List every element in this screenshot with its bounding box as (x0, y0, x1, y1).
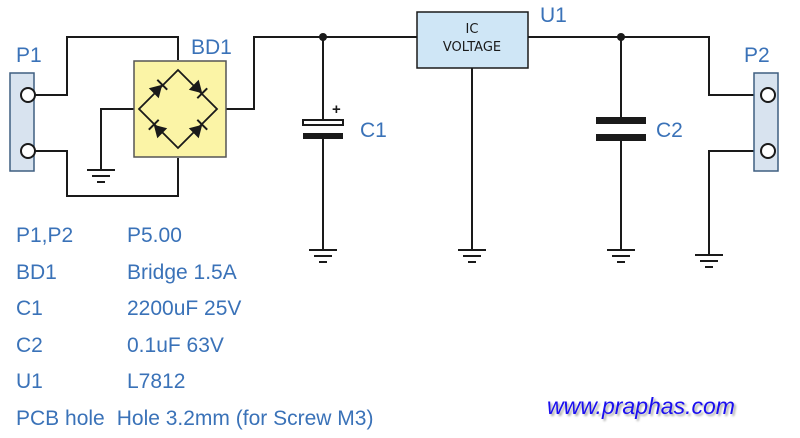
ground-symbol-bridge (87, 169, 115, 183)
connector-p1 (9, 72, 36, 172)
part-ref: P1,P2 (16, 224, 74, 247)
ground-symbol-c1 (309, 249, 337, 263)
wire-p1-bottom (35, 150, 179, 197)
wire-bridge-gnd (100, 108, 134, 170)
part-value: 2200uF 25V (127, 297, 242, 321)
capacitor-c2 (596, 117, 646, 141)
wire-bridge-out (226, 36, 417, 110)
wire-p1-top (35, 36, 179, 96)
capacitor-c1 (302, 119, 344, 139)
ground-symbol-c2 (607, 249, 635, 263)
ground-symbol-p2 (695, 254, 723, 268)
watermark-link[interactable]: www.praphas.com (547, 393, 735, 419)
part-ref: C1 (16, 297, 43, 321)
junction-dot (319, 33, 327, 41)
parts-list-row: P1,P2 P5.00 (16, 218, 373, 255)
part-ref: BD1 (16, 260, 57, 284)
ic-voltage-regulator-u1: IC VOLTAGE (416, 11, 529, 69)
ground-symbol-ic (458, 249, 486, 263)
u1-label: U1 (540, 4, 567, 27)
part-value: P5.00 (127, 224, 182, 247)
part-value: Hole 3.2mm (for Screw M3) (116, 406, 374, 430)
part-ref: U1 (16, 370, 43, 394)
part-ref: C2 (16, 333, 43, 357)
part-ref: PCB hole (16, 406, 105, 430)
parts-list-row: C1 2200uF 25V (16, 291, 373, 328)
bridge-rectifier-bd1 (133, 60, 227, 158)
p1-label: P1 (16, 44, 42, 67)
junction-dot (617, 33, 625, 41)
parts-list: P1,P2 P5.00 BD1 Bridge 1.5A C1 2200uF 25V C… (16, 218, 373, 438)
wire-output-rail (528, 36, 768, 96)
part-value: 0.1uF 63V (127, 333, 224, 357)
ic-text-line2: VOLTAGE (443, 40, 501, 55)
wire-p2-gnd (708, 150, 768, 255)
bd1-label: BD1 (191, 36, 232, 59)
p2-label: P2 (744, 44, 770, 67)
ic-text-line1: IC (466, 22, 479, 37)
parts-list-row: PCB hole Hole 3.2mm (for Screw M3) (16, 401, 373, 438)
connector-p2 (753, 72, 779, 172)
parts-list-row: U1 L7812 (16, 364, 373, 401)
parts-list-row: BD1 Bridge 1.5A (16, 255, 373, 292)
part-value: L7812 (127, 370, 186, 394)
part-value: Bridge 1.5A (127, 260, 237, 284)
c1-label: C1 (360, 119, 387, 142)
c1-polarity-mark: + (332, 101, 341, 118)
c2-label: C2 (656, 119, 683, 142)
parts-list-row: C2 0.1uF 63V (16, 328, 373, 365)
